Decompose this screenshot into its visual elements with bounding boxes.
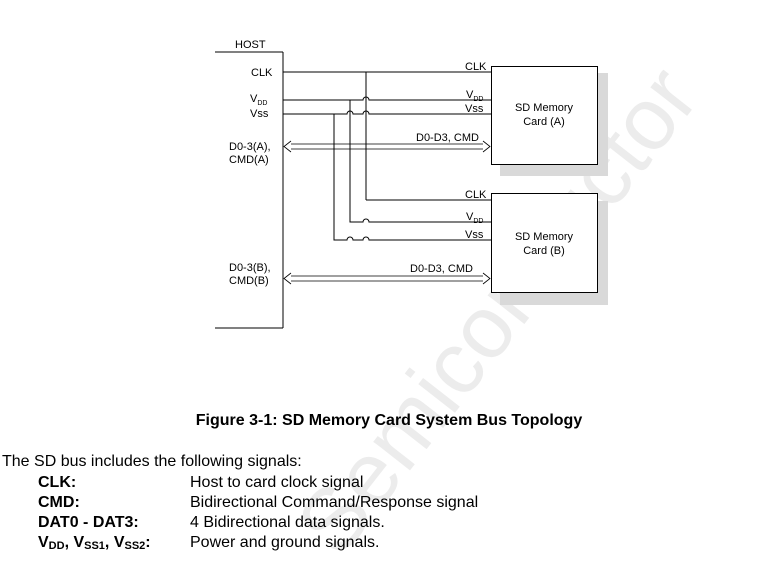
host-pin-vss: Vss	[250, 108, 269, 120]
host-pin-dat-b-1: D0-3(B),	[229, 262, 271, 274]
bus-topology-diagram: HOST CLK VDD Vss D0-3(A), CMD(A) D0-3(B)…	[215, 39, 608, 329]
host-pin-dat-b-2: CMD(B)	[229, 275, 269, 287]
data-bus-a	[283, 140, 491, 153]
data-bus-b	[283, 272, 491, 285]
bus-label-vss-b: Vss	[465, 229, 484, 241]
card-b-box	[491, 193, 598, 293]
host-pin-dat-a-1: D0-3(A),	[229, 141, 271, 153]
vdd-line-a	[283, 96, 491, 101]
vss-line-b	[333, 114, 491, 241]
intro-text: The SD bus includes the following signal…	[2, 453, 302, 470]
bus-label-data-a: D0-D3, CMD	[416, 132, 479, 144]
host-pin-clk: CLK	[251, 67, 273, 79]
signal-name: DAT0 - DAT3:	[38, 514, 139, 531]
bus-label-vdd-a: VDD	[466, 89, 483, 103]
card-a-label-1: SD Memory	[515, 102, 574, 114]
bus-label-vss-a: Vss	[465, 103, 484, 115]
signal-name: CMD:	[38, 494, 80, 511]
bus-label-clk-b: CLK	[465, 189, 487, 201]
host-pin-vdd: VDD	[250, 93, 267, 107]
bus-label-data-b: D0-D3, CMD	[410, 263, 473, 275]
signal-desc: Power and ground signals.	[190, 534, 380, 551]
card-b-label-2: Card (B)	[523, 245, 565, 257]
vdd-line-b	[349, 100, 491, 223]
card-a-label-2: Card (A)	[523, 116, 565, 128]
host-pin-dat-a-2: CMD(A)	[229, 154, 269, 166]
card-b-label-1: SD Memory	[515, 231, 574, 243]
vss-line-a	[283, 110, 491, 115]
signal-name-power: VDD, VSS1, VSS2:	[38, 534, 151, 552]
signal-desc: 4 Bidirectional data signals.	[190, 514, 385, 531]
signal-desc: Host to card clock signal	[190, 474, 364, 491]
bus-label-vdd-b: VDD	[466, 211, 483, 225]
card-a-box	[491, 66, 598, 165]
bus-label-clk-a: CLK	[465, 61, 487, 73]
signal-desc: Bidirectional Command/Response signal	[190, 494, 479, 511]
host-label: HOST	[235, 39, 266, 51]
signal-name: CLK:	[38, 474, 77, 491]
figure-caption: Figure 3-1: SD Memory Card System Bus To…	[195, 412, 583, 429]
